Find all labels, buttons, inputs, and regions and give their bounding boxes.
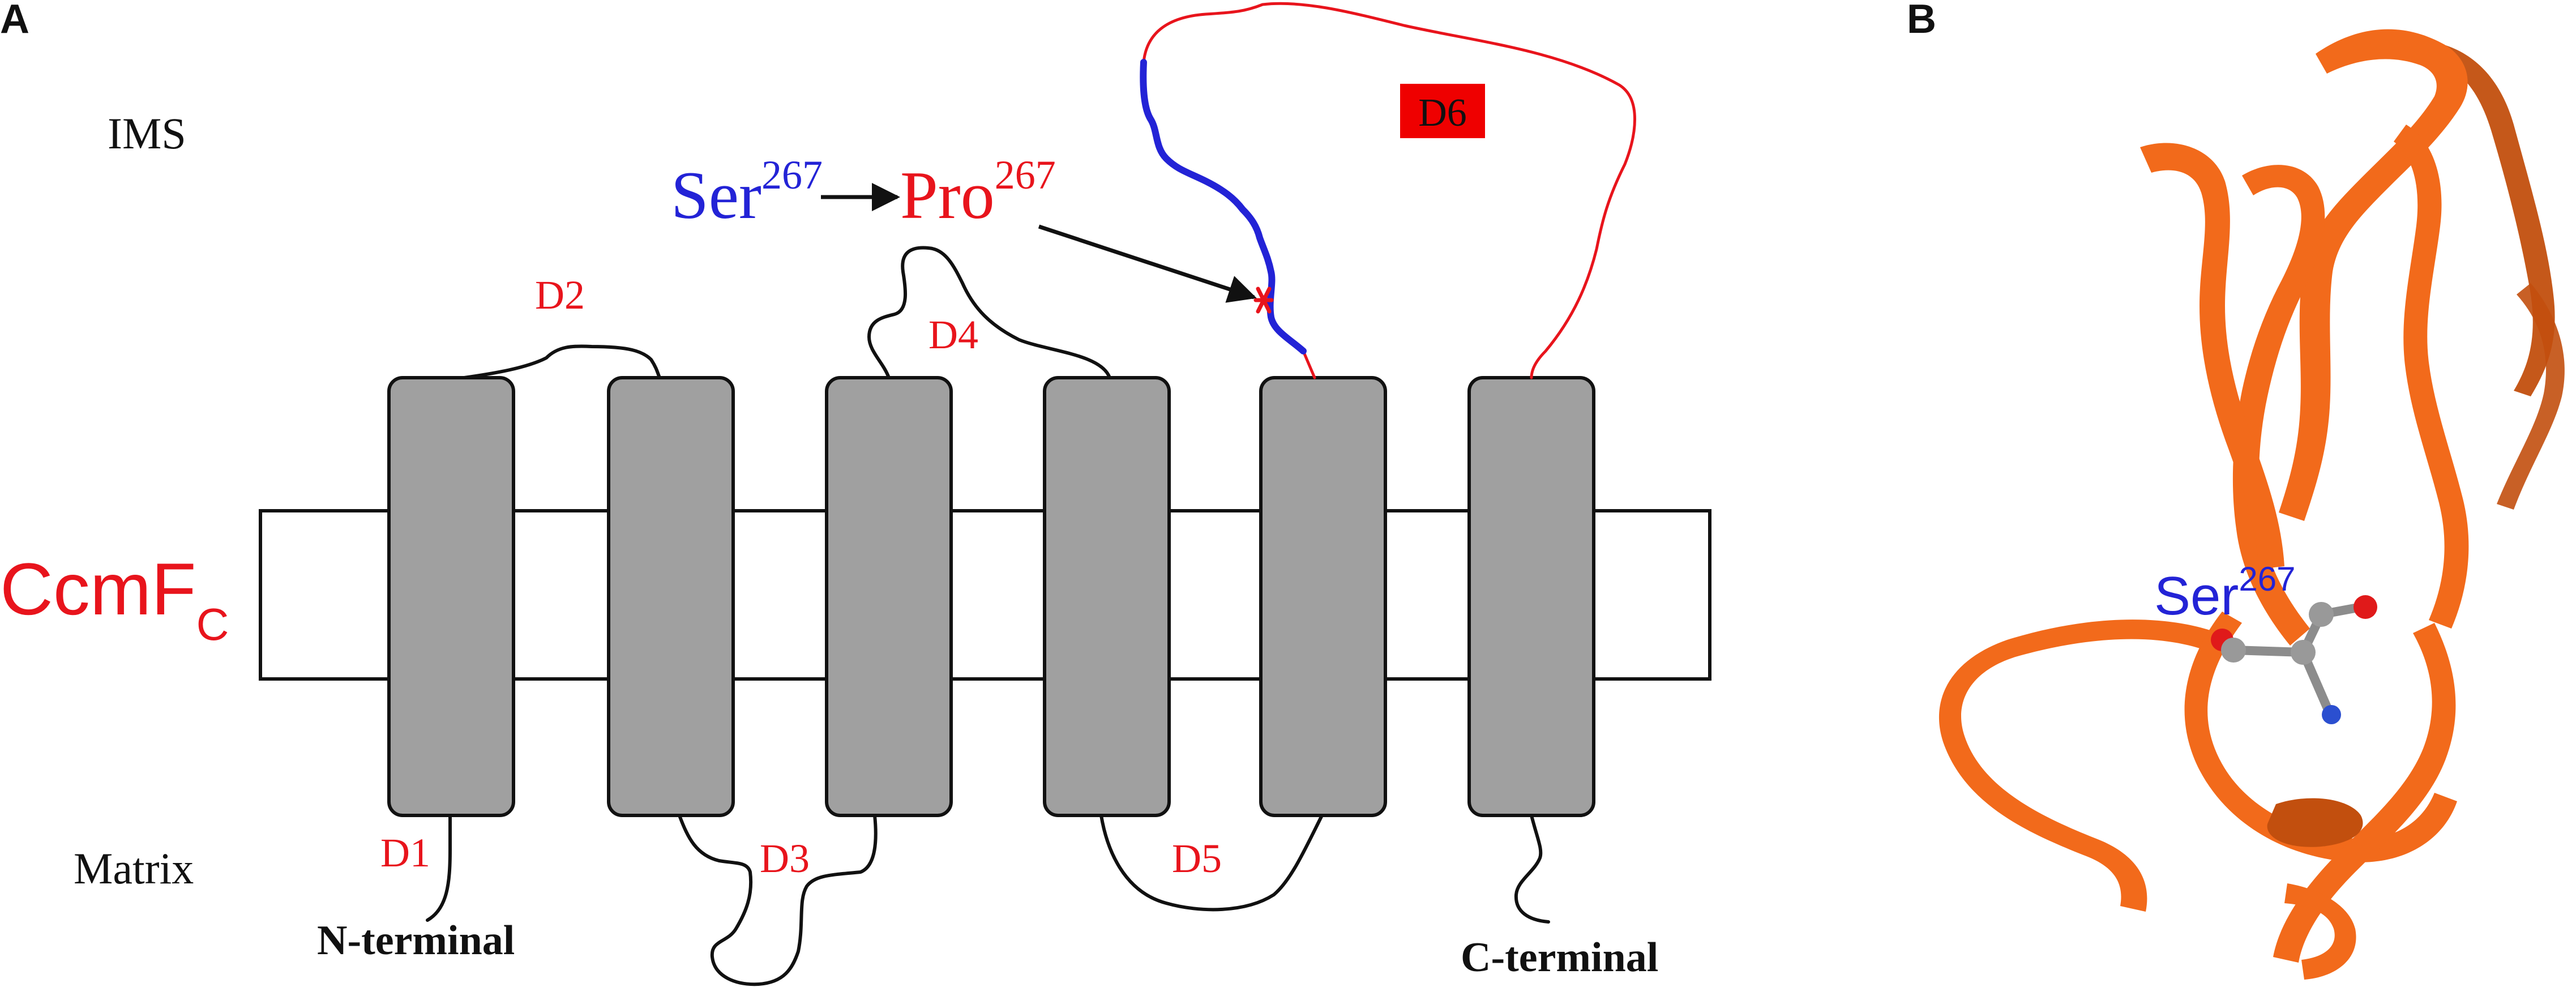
domain-label-d5: D5: [1172, 836, 1222, 881]
mutation-from-label: Ser267: [671, 152, 823, 233]
loop-d2: [463, 344, 661, 379]
loop-d5: [1099, 814, 1324, 912]
atom-carbon-3: [2309, 602, 2334, 627]
loop-d6-red: [1142, 2, 1636, 379]
loop-d4: [867, 246, 1111, 379]
mutation-to-label: Pro267: [900, 152, 1056, 233]
ribbon-strand-back-2: [2497, 283, 2565, 510]
ribbon-loop-left: [1939, 619, 2214, 912]
ser267-number: 267: [2239, 560, 2295, 598]
loops: [426, 2, 1636, 986]
tm-helix-2: [607, 376, 735, 817]
domain-label-d2: D2: [535, 272, 585, 318]
loop-d6-blue: [1140, 59, 1307, 354]
domain-badge-d6: D6: [1400, 84, 1485, 138]
mutation-from-residue: Ser: [671, 157, 761, 233]
tm-helix-5: [1259, 376, 1387, 817]
ims-region-label: IMS: [108, 109, 186, 158]
protein-ribbon-structure: [1939, 29, 2565, 980]
n-terminal-label: N-terminal: [317, 917, 515, 964]
ribbon-loop-right: [2273, 623, 2456, 963]
protein-name-main: CcmF: [0, 548, 196, 630]
mutation-to-number: 267: [995, 152, 1056, 198]
mutation-site-marker: [1253, 287, 1274, 314]
ser267-ball-and-stick: [2211, 595, 2377, 724]
domain-label-d6: D6: [1418, 91, 1467, 135]
ribbon-strand-4: [2394, 125, 2469, 629]
loop-d3: [678, 814, 878, 986]
loop-c-terminal: [1514, 814, 1550, 924]
domain-label-d4: D4: [928, 312, 978, 357]
ribbon-helix-bottom: [2267, 798, 2363, 847]
panel-b-label: B: [1907, 0, 1936, 42]
mutation-to-residue: Pro: [900, 157, 995, 233]
tm-helix-3: [825, 376, 953, 817]
panel-a-label: A: [0, 0, 29, 42]
transmembrane-helices: [387, 376, 1595, 817]
mutation-annotation: Ser267 Pro267: [671, 152, 1257, 303]
loop-d6-red-base: [1302, 349, 1316, 379]
domain-label-d3: D3: [760, 836, 810, 881]
protein-name-subscript: C: [196, 599, 229, 650]
ribbon-strand-back-1: [2434, 45, 2555, 396]
tm-helix-6: [1467, 376, 1595, 817]
domain-labels: D1 D2 D3 D4 D5: [380, 272, 1222, 881]
mutation-from-number: 267: [761, 152, 823, 198]
ser267-residue: Ser: [2154, 566, 2239, 626]
protein-name-label: CcmFC: [0, 548, 229, 650]
ser267-structure-label: Ser267: [2154, 560, 2296, 626]
panel-a: A IMS Matrix CcmFC: [0, 0, 1711, 986]
domain-badge-d6-bg: [1400, 84, 1485, 138]
loop-d1: [426, 814, 452, 922]
panel-b: B: [1907, 0, 2565, 980]
matrix-region-label: Matrix: [74, 844, 194, 893]
tm-helix-1: [387, 376, 515, 817]
c-terminal-label: C-terminal: [1461, 934, 1658, 981]
ribbon-strand-3: [2140, 143, 2284, 569]
atom-oxygen-right: [2354, 595, 2377, 619]
atom-carbon-1: [2221, 638, 2246, 663]
atom-carbon-2: [2291, 640, 2316, 665]
mutation-arrow-long: [1038, 224, 1257, 303]
atom-nitrogen: [2322, 705, 2341, 724]
ribbon-loop-bottom: [2284, 883, 2356, 980]
tm-helix-4: [1043, 376, 1171, 817]
domain-label-d1: D1: [380, 830, 430, 875]
